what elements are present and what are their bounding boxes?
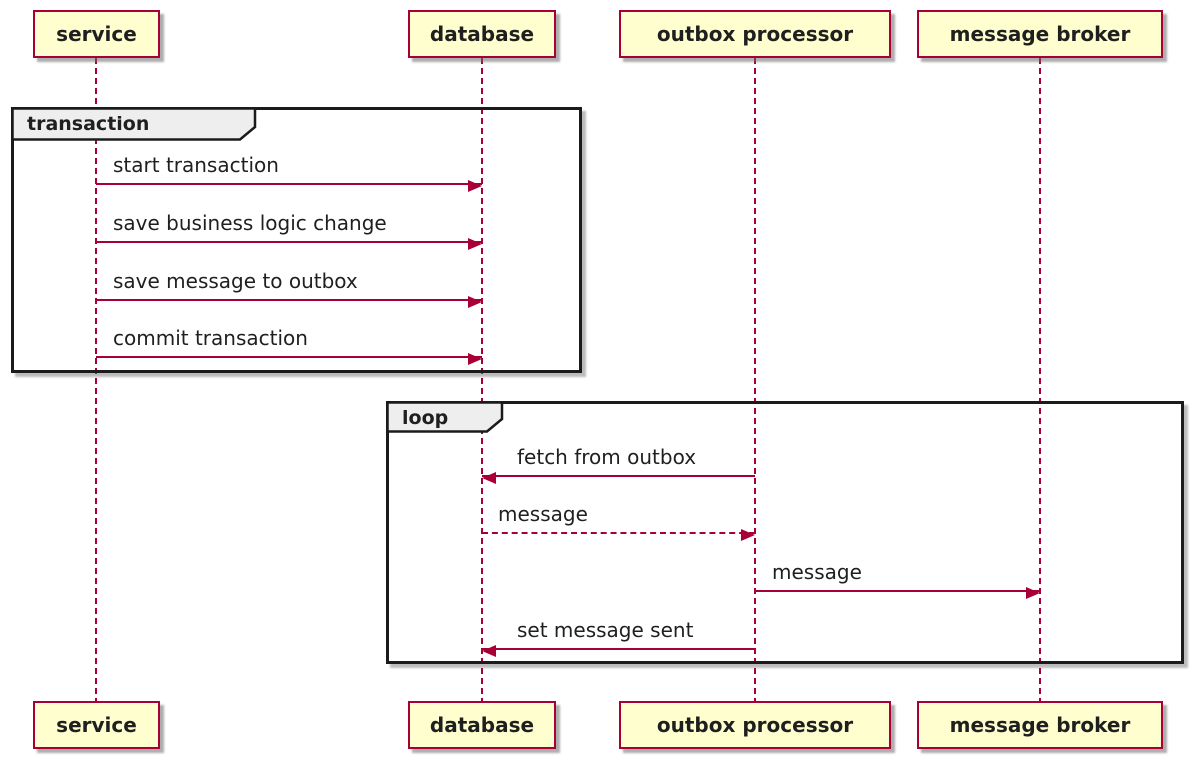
fragment-loop: loop	[386, 401, 1184, 664]
message-label: message	[498, 502, 588, 526]
arrowhead-icon	[468, 296, 482, 308]
lifeline-service	[95, 58, 97, 704]
arrowhead-icon	[1026, 587, 1040, 599]
message-label: save business logic change	[113, 211, 387, 235]
message-arrow	[482, 529, 755, 541]
participant-service-top: service	[33, 10, 160, 58]
message-label: start transaction	[113, 153, 279, 177]
fragment-transaction-label: transaction	[27, 113, 150, 135]
fragment-tab	[386, 401, 504, 433]
arrowhead-icon	[482, 645, 496, 657]
participant-message-broker-top: message broker	[917, 10, 1163, 58]
lifeline-message-broker	[1039, 58, 1041, 704]
message-arrow	[482, 472, 755, 484]
message-label: save message to outbox	[113, 269, 358, 293]
participant-database-bottom: database	[408, 701, 556, 749]
fragment-loop-label: loop	[402, 407, 449, 429]
arrowhead-icon	[741, 529, 755, 541]
message-arrow	[96, 180, 482, 192]
participant-label: database	[429, 713, 535, 737]
message-label: fetch from outbox	[517, 445, 697, 469]
participant-label: service	[56, 713, 137, 737]
fragment-tab	[11, 107, 257, 141]
participant-label: outbox processor	[656, 713, 854, 737]
arrowhead-icon	[468, 238, 482, 250]
participant-label: database	[429, 22, 535, 46]
participant-outbox-processor-bottom: outbox processor	[619, 701, 891, 749]
message-arrow	[755, 587, 1040, 599]
message-label: commit transaction	[113, 326, 308, 350]
participant-message-broker-bottom: message broker	[917, 701, 1163, 749]
fragment-transaction: transaction	[11, 107, 582, 373]
message-arrow	[482, 645, 755, 657]
message-label: message	[772, 560, 862, 584]
lifeline-database	[481, 58, 483, 704]
arrowhead-icon	[468, 353, 482, 365]
message-arrow	[96, 238, 482, 250]
arrowhead-icon	[468, 180, 482, 192]
message-label: set message sent	[517, 618, 694, 642]
message-arrow	[96, 296, 482, 308]
participant-database-top: database	[408, 10, 556, 58]
participant-label: message broker	[949, 22, 1131, 46]
participant-label: outbox processor	[656, 22, 854, 46]
arrowhead-icon	[482, 472, 496, 484]
lifeline-outbox-processor	[754, 58, 756, 704]
participant-service-bottom: service	[33, 701, 160, 749]
participant-outbox-processor-top: outbox processor	[619, 10, 891, 58]
message-arrow	[96, 353, 482, 365]
participant-label: message broker	[949, 713, 1131, 737]
participant-label: service	[56, 22, 137, 46]
